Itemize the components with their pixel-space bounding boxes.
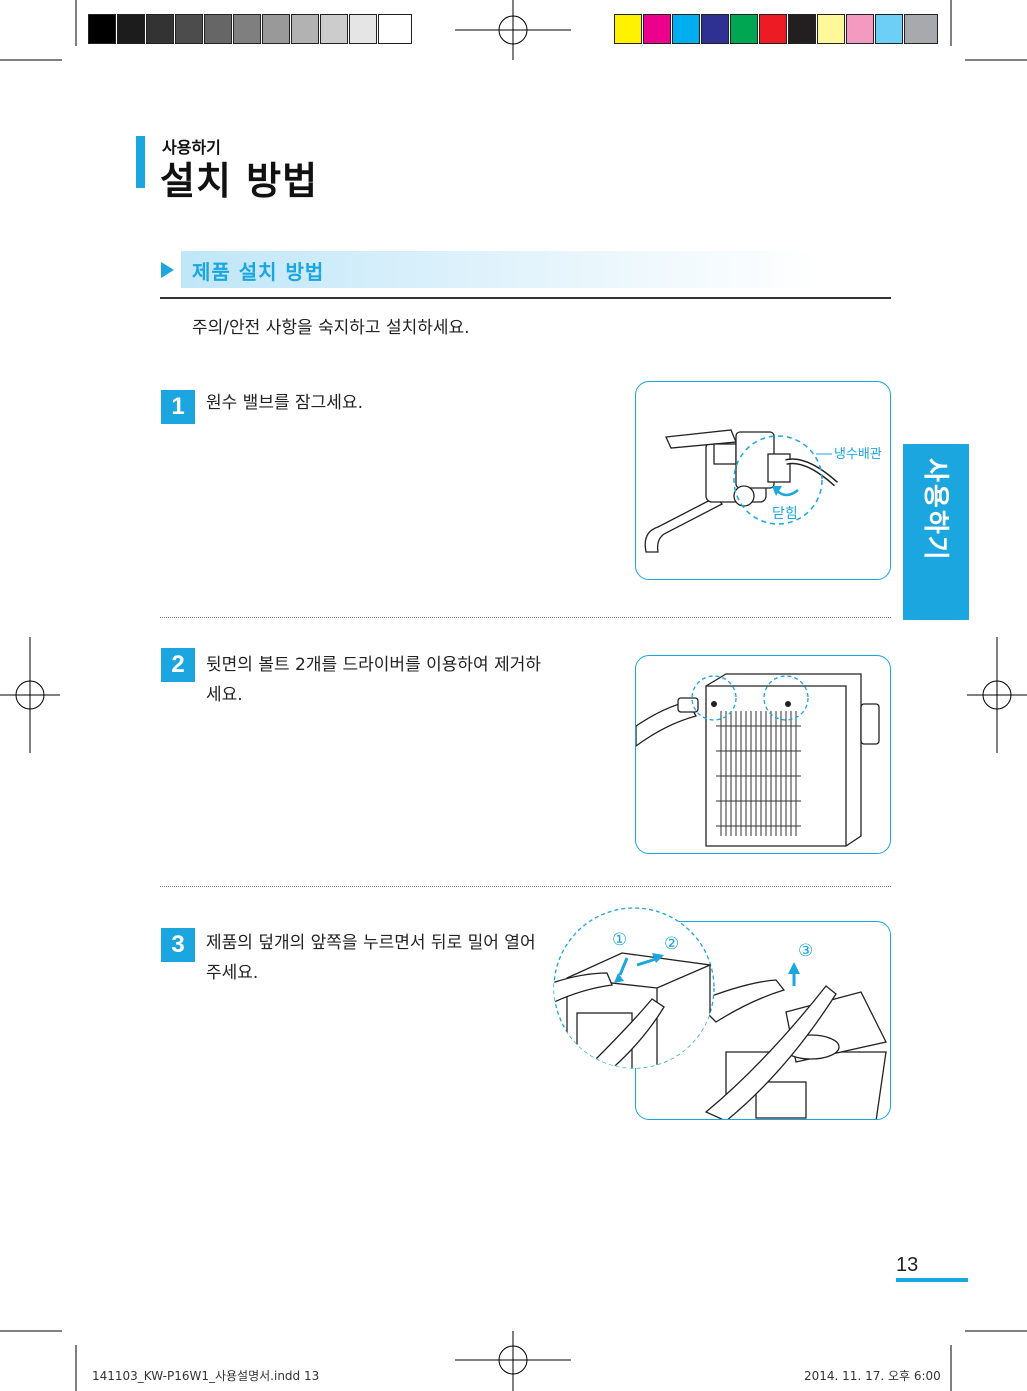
intro-text: 주의/안전 사항을 숙지하고 설치하세요.: [192, 318, 470, 338]
swatch: [904, 14, 938, 44]
swatch: [788, 14, 816, 44]
side-tab: [903, 444, 969, 620]
footer-timestamp: 2014. 11. 17. 오후 6:00: [804, 1369, 941, 1383]
swatch: [320, 14, 348, 44]
swatch: [759, 14, 787, 44]
valve-illustration: 냉수배관 닫힘: [644, 429, 882, 553]
close-label: 닫힘: [772, 506, 798, 522]
title-accent-bar: [136, 136, 145, 188]
step-number: 3: [161, 928, 195, 962]
swatch: [701, 14, 729, 44]
step-text: 원수 밸브를 잠그세요.: [206, 393, 363, 413]
swatch: [672, 14, 700, 44]
bolt-illustration: [636, 673, 880, 847]
subsection-title: 제품 설치 방법: [192, 260, 325, 284]
step-divider: [160, 617, 891, 618]
section-kicker: 사용하기: [162, 138, 221, 157]
subsection-header-bg: [181, 251, 821, 288]
swatch: [378, 14, 412, 44]
swatch: [204, 14, 232, 44]
page-number-underline: [896, 1278, 968, 1282]
swatch: [846, 14, 874, 44]
swatch: [291, 14, 319, 44]
swatch: [146, 14, 174, 44]
swatch: [643, 14, 671, 44]
side-tab-label: 사용하기: [920, 458, 950, 562]
mark-2: ②: [664, 934, 679, 954]
swatch: [233, 14, 261, 44]
swatch: [875, 14, 903, 44]
step-text: 뒷면의 볼트 2개를 드라이버를 이용하여 제거하세요.: [206, 655, 541, 705]
header-rule: [160, 297, 891, 299]
cover-zoom-circle: ① ②: [553, 907, 715, 1069]
valve-figure: 냉수배관 닫힘: [635, 381, 891, 580]
swatch: [730, 14, 758, 44]
swatch: [817, 14, 845, 44]
page-title: 설치 방법: [160, 159, 319, 203]
bolt-figure: [635, 655, 891, 854]
swatch: [349, 14, 377, 44]
mark-1: ①: [612, 930, 627, 950]
page-number: 13: [896, 1254, 919, 1276]
mark-3: ③: [798, 941, 813, 961]
step-divider: [160, 886, 891, 887]
footer-file-info: 141103_KW-P16W1_사용설명서.indd 13: [92, 1369, 320, 1383]
cover-illustration: ③: [694, 941, 887, 1119]
swatch: [117, 14, 145, 44]
triangle-bullet-icon: [161, 262, 174, 278]
swatch: [614, 14, 642, 44]
step-number: 2: [161, 648, 195, 682]
swatch: [262, 14, 290, 44]
swatch: [88, 14, 116, 44]
step-text: 제품의 덮개의 앞쪽을 누르면서 뒤로 밀어 열어주세요.: [206, 933, 536, 983]
step-number: 1: [161, 390, 195, 424]
swatch: [175, 14, 203, 44]
pipe-label: 냉수배관: [834, 447, 882, 462]
